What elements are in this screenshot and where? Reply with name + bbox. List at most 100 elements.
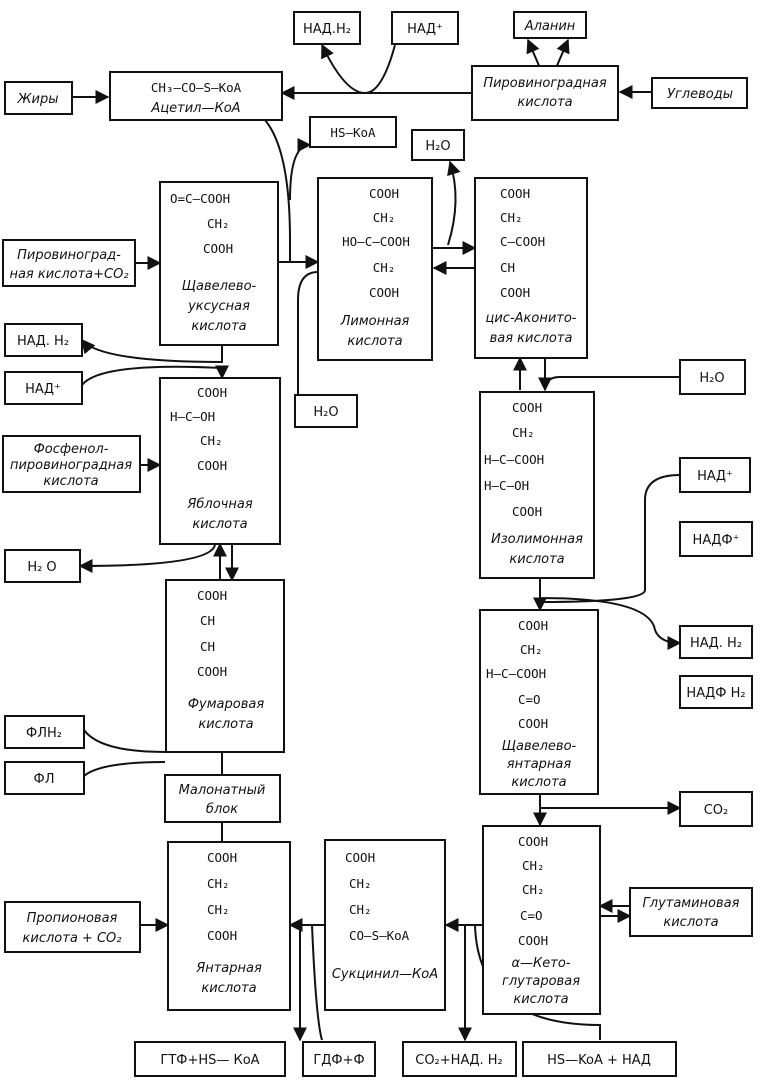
oxalosuccinic-name-3: кислота: [511, 775, 566, 790]
phosphoenol-line2: пировиноградная: [10, 458, 132, 473]
h2o-left: H₂ O: [27, 560, 56, 575]
nadp-h2: НАДФ Н₂: [686, 686, 745, 701]
glutamic-line2: кислота: [663, 915, 718, 930]
ketoglutaric-formula-5: COOH: [518, 933, 548, 948]
aconitic-formula-2: CH₂: [500, 210, 523, 225]
oxaloacetic-name-3: кислота: [191, 319, 246, 334]
ketoglutaric-name-3: кислота: [513, 992, 568, 1007]
phosphoenol-line1: Фосфенол-: [34, 442, 109, 457]
oxalosuccinic-formula-1: COOH: [518, 618, 548, 633]
h2o-right: H₂O: [699, 371, 724, 386]
succinic-formula-1: COOH: [207, 850, 237, 865]
nadp-plus: НАДФ⁺: [693, 533, 740, 548]
isocitric-name-2: кислота: [509, 552, 564, 567]
oxalosuccinic-name-2: янтарная: [507, 757, 572, 772]
oxaloacetic-formula-1: O=C—COOH: [170, 191, 230, 206]
alanine-label: Аланин: [524, 19, 576, 34]
aconitic-formula-5: COOH: [500, 285, 530, 300]
oxalosuccinic-formula-5: COOH: [518, 716, 548, 731]
malic-formula-3: CH₂: [200, 433, 223, 448]
succinyl-formula-1: COOH: [345, 850, 375, 865]
ketoglutaric-name-2: глутаровая: [502, 974, 580, 989]
aconitic-name-2: вая кислота: [490, 331, 573, 346]
malic-name-1: Яблочная: [186, 497, 252, 512]
nad-plus-top: НАД⁺: [407, 22, 443, 37]
gdp-label: ГДФ+Ф: [313, 1053, 364, 1068]
nad-h2-top: НАД.Н₂: [303, 22, 351, 37]
pyruvic-top-line1: Пировиноградная: [483, 76, 606, 91]
fumaric-name-1: Фумаровая: [188, 697, 264, 712]
fats-label: Жиры: [17, 92, 59, 107]
citric-formula-2: CH₂: [373, 210, 396, 225]
isocitric-formula-5: COOH: [512, 504, 542, 519]
ketoglutaric-formula-1: COOH: [518, 834, 548, 849]
succinic-name-1: Янтарная: [195, 961, 262, 976]
pyruvic-co2-line1: Пировиноград-: [17, 248, 121, 263]
malonate-line1: Малонатный: [179, 783, 266, 798]
succinic-formula-4: COOH: [207, 928, 237, 943]
isocitric-formula-2: CH₂: [512, 425, 535, 440]
succinic-formula-2: CH₂: [207, 876, 230, 891]
co2-right: CO₂: [704, 803, 729, 818]
nad-h2-right: НАД. Н₂: [690, 636, 742, 651]
oxalosuccinic-formula-4: C=O: [518, 692, 541, 707]
succinic-name-2: кислота: [201, 981, 256, 996]
succinyl-formula-2: CH₂: [349, 876, 372, 891]
isocitric-formula-1: COOH: [512, 400, 542, 415]
malic-name-2: кислота: [192, 517, 247, 532]
gtp-label: ГТФ+HS— КоА: [160, 1053, 259, 1068]
oxalosuccinic-formula-3: H—C—COOH: [486, 666, 546, 681]
fumaric-formula-1: COOH: [197, 588, 227, 603]
glutamic-line1: Глутаминовая: [643, 896, 740, 911]
acetyl-name: Ацетил—КоА: [150, 101, 240, 116]
isocitric-formula-4: H—C—OH: [484, 478, 529, 493]
succinyl-name: Сукцинил—КоА: [332, 967, 438, 982]
oxalosuccinic-name-1: Щавелево-: [502, 739, 577, 754]
citric-name-2: кислота: [347, 334, 402, 349]
fumaric-formula-3: CH: [200, 639, 215, 654]
citric-formula-4: CH₂: [373, 260, 396, 275]
citric-formula-5: COOH: [369, 285, 399, 300]
carbohydrates-label: Углеводы: [667, 87, 733, 102]
ketoglutaric-formula-3: CH₂: [522, 882, 545, 897]
fumaric-name-2: кислота: [198, 717, 253, 732]
oxaloacetic-formula-2: CH₂: [207, 216, 230, 231]
aconitic-name-1: цис-Аконито-: [486, 311, 577, 326]
succinyl-formula-4: CO—S—KoA: [349, 928, 410, 943]
aconitic-formula-3: C—COOH: [500, 234, 545, 249]
pyruvic-top-line2: кислота: [517, 95, 572, 110]
ketoglutaric-formula-2: CH₂: [522, 858, 545, 873]
hs-koa-top: HS—KoA: [330, 125, 376, 140]
ketoglutaric-formula-4: C=O: [520, 908, 543, 923]
input-boxes: НАД.Н₂ НАД⁺ Аланин Жиры CH₃—CO—S—KoA Аце…: [2, 11, 753, 1077]
isocitric-name-1: Изолимонная: [491, 532, 583, 547]
connectors: [72, 38, 682, 1042]
fumaric-formula-2: CH: [200, 613, 215, 628]
fl-label: ФЛ: [34, 772, 55, 787]
oxaloacetic-formula-3: COOH: [203, 241, 233, 256]
aconitic-formula-1: COOH: [500, 186, 530, 201]
h2o-above-citric: H₂O: [425, 139, 450, 154]
propionic-line2: кислота + CO₂: [23, 931, 122, 946]
citric-formula-1: COOH: [369, 186, 399, 201]
hs-koa-nad-label: HS—KoA + НАД: [547, 1053, 651, 1068]
malic-formula-2: H—C—OH: [170, 409, 215, 424]
succinyl-formula-3: CH₂: [349, 902, 372, 917]
isocitric-formula-3: H—C—COOH: [484, 452, 544, 467]
citric-formula-3: HO—C—COOH: [342, 234, 410, 249]
compound-boxes: O=C—COOH CH₂ COOH Щавелево- уксусная кис…: [159, 177, 601, 1015]
fumaric-formula-4: COOH: [197, 664, 227, 679]
aconitic-formula-4: CH: [500, 260, 515, 275]
oxaloacetic-name-1: Щавелево-: [182, 279, 257, 294]
citric-name-1: Лимонная: [340, 314, 410, 329]
malonate-line2: блок: [206, 802, 238, 817]
h2o-below-citric: H₂O: [313, 405, 338, 420]
malic-formula-4: COOH: [197, 458, 227, 473]
co2-nad-label: CO₂+НАД. Н₂: [415, 1053, 503, 1068]
nad-h2-left: НАД. Н₂: [17, 334, 69, 349]
pyruvic-co2-line2: ная кислота+CO₂: [9, 267, 128, 282]
propionic-line1: Пропионовая: [27, 911, 118, 926]
acetyl-formula: CH₃—CO—S—KoA: [151, 80, 242, 95]
flh2-label: ФЛН₂: [26, 726, 62, 741]
